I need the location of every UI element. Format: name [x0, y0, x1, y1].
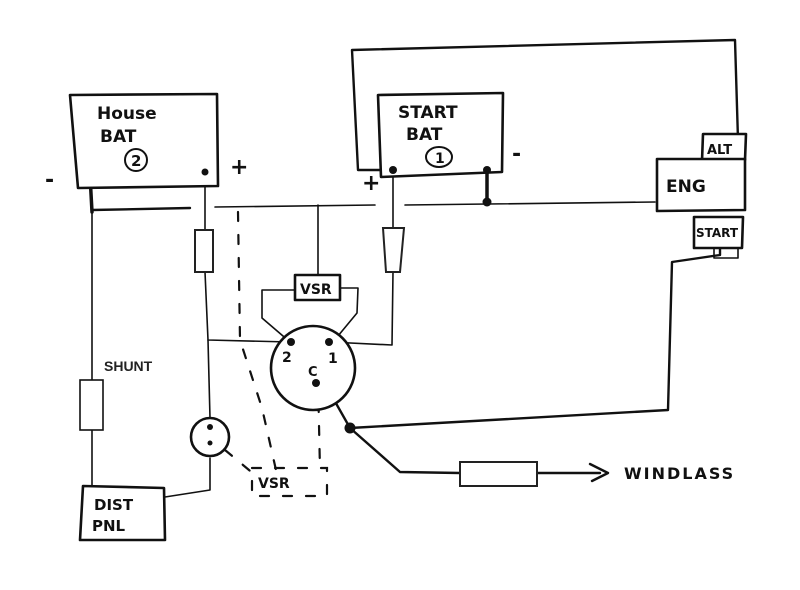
wire-to-meter	[207, 339, 211, 419]
starter-box	[692, 215, 745, 250]
dist-panel-label-2: PNL	[92, 517, 126, 535]
house-pos-terminal	[201, 168, 209, 176]
starter-terminal	[713, 247, 739, 259]
house-battery-number: 2	[131, 152, 141, 170]
start-battery-box	[376, 91, 505, 179]
wire-to-starter	[348, 246, 722, 430]
dashed-sense-line-3	[223, 448, 257, 477]
start-fuse	[381, 227, 406, 273]
house-battery-box	[68, 92, 220, 190]
house-pos-sign: +	[230, 155, 248, 180]
start-pos-terminal	[389, 166, 397, 174]
house-battery-number-circle	[124, 148, 148, 172]
windlass-fuse	[459, 461, 538, 487]
dashed-sense-line-2	[316, 378, 322, 472]
windlass-arrow-icon	[588, 462, 610, 483]
wire-negative-bus-left	[90, 206, 192, 212]
vsr-bottom-label: VSR	[258, 476, 290, 492]
vsr-bottom-dashed-box	[250, 466, 329, 498]
start-battery-number-circle	[425, 146, 453, 168]
switch-terminal-2: 2	[282, 350, 292, 366]
engine-box	[655, 157, 747, 213]
meter-terminal-top	[207, 424, 213, 430]
shunt-label: SHUNT	[104, 358, 153, 374]
wire-negative-bus-right	[404, 201, 656, 206]
shunt-box	[79, 379, 104, 431]
wire-start-pos-to-alternator	[350, 38, 740, 172]
starter-label: START	[696, 226, 739, 240]
switch-terminal-2-post	[287, 338, 295, 346]
dist-panel-box	[78, 484, 167, 542]
house-battery-label-1: House	[97, 104, 157, 124]
switch-terminal-c-post	[312, 379, 320, 387]
start-pos-sign: +	[362, 171, 380, 196]
dashed-sense-line-1	[236, 210, 278, 472]
neg-bus-junction	[482, 197, 492, 207]
wire-meter-to-dist-panel	[164, 457, 211, 498]
battery-switch	[269, 324, 357, 412]
alternator-label: ALT	[707, 143, 732, 158]
windlass-label: WINDLASS	[624, 464, 735, 483]
start-battery-label-1: START	[398, 103, 458, 123]
switch-terminal-c: C	[308, 365, 318, 380]
battery-meter	[189, 416, 231, 458]
engine-label: ENG	[666, 177, 706, 197]
house-neg-sign: -	[45, 168, 54, 193]
meter-terminal-bottom	[207, 440, 213, 446]
wire-vsr-right	[332, 287, 359, 343]
switch-terminal-1: 1	[328, 351, 338, 367]
common-junction	[344, 422, 356, 434]
vsr-top-box	[293, 273, 342, 302]
wire-vsr-left	[261, 289, 296, 343]
dist-panel-label-1: DIST	[94, 496, 134, 514]
start-battery-number: 1	[435, 151, 445, 167]
start-neg-sign: -	[512, 142, 521, 167]
wire-start-fuse-to-switch	[329, 271, 394, 346]
house-fuse	[194, 229, 214, 273]
start-neg-terminal	[483, 166, 491, 174]
vsr-top-label: VSR	[300, 282, 332, 298]
switch-terminal-1-post	[325, 338, 333, 346]
start-battery-label-2: BAT	[406, 125, 443, 145]
house-battery-label-2: BAT	[100, 127, 137, 147]
wire-negative-bus-mid	[214, 204, 376, 208]
